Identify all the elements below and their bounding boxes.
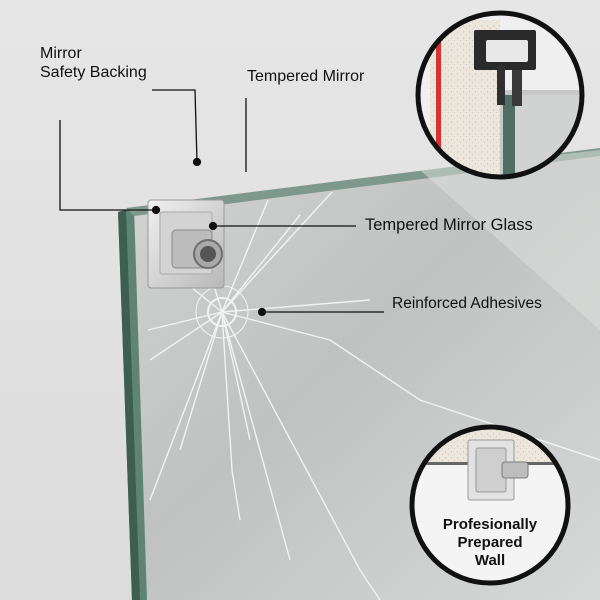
- label-mirror-safety-backing-line1: Mirror: [40, 45, 82, 62]
- label-reinforced-adhesives: Reinforced Adhesives: [392, 295, 542, 312]
- label-wall-line1: Profesionally: [442, 516, 538, 533]
- label-wall-line2: Prepared: [457, 534, 523, 551]
- top-detail-circle: [415, 10, 585, 180]
- label-tempered-mirror: Tempered Mirror: [247, 68, 365, 85]
- callout-lines: [59, 89, 384, 317]
- mirror-clip-icon: [147, 199, 225, 289]
- label-wall-line3: Wall: [474, 552, 506, 569]
- label-tempered-mirror-glass: Tempered Mirror Glass: [365, 216, 533, 234]
- label-professionally-prepared-wall: Profesionally Prepared Wall: [430, 516, 550, 570]
- label-mirror-safety-backing: Mirror Safety Backing: [40, 44, 147, 82]
- label-mirror-safety-backing-line2: Safety Backing: [40, 64, 147, 81]
